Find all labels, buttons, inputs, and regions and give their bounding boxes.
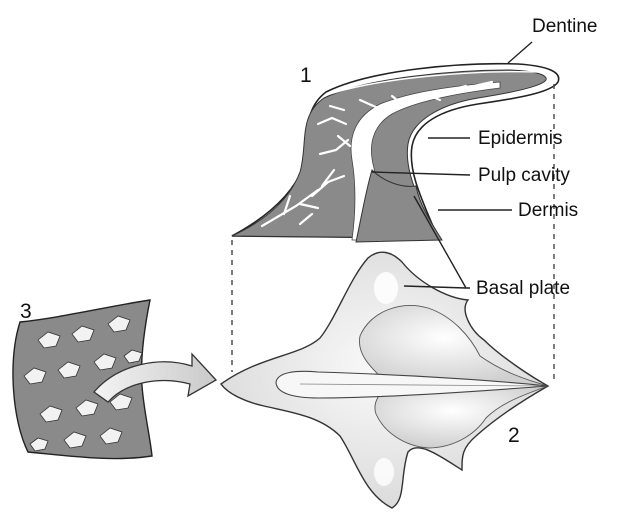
part-number-1: 1 — [300, 64, 312, 87]
basal-plate-highlight — [374, 272, 398, 304]
label-dentine: Dentine — [532, 16, 598, 37]
leader-dentine — [508, 42, 532, 63]
label-basal-plate: Basal plate — [476, 278, 570, 299]
label-pulp-cavity: Pulp cavity — [478, 165, 570, 186]
part-number-2: 2 — [508, 424, 520, 447]
label-epidermis: Epidermis — [478, 128, 562, 149]
scale-cross-section — [232, 64, 559, 242]
basal-plate-highlight-lower — [374, 458, 394, 486]
label-dermis: Dermis — [518, 200, 578, 221]
part-number-3: 3 — [20, 300, 32, 323]
